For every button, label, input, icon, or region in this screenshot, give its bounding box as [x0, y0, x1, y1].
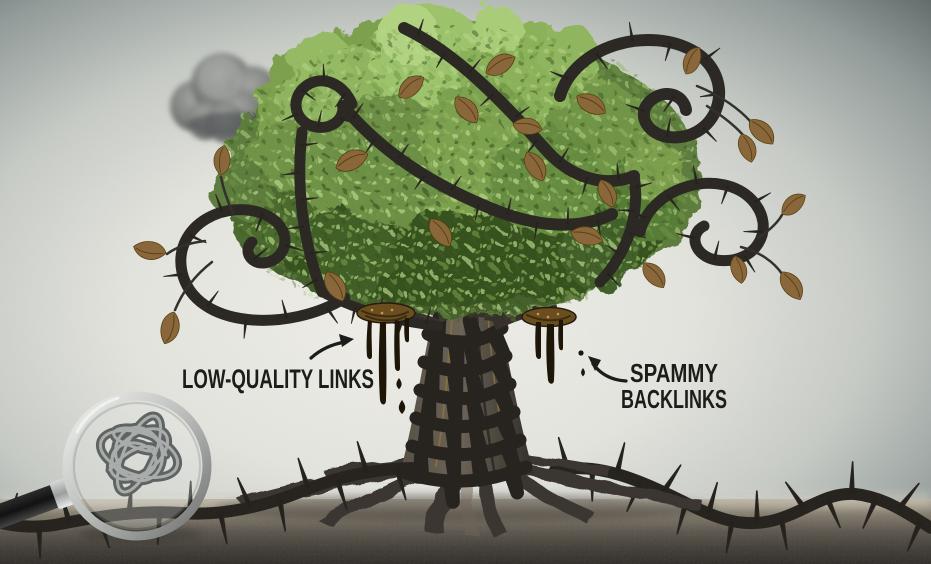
illustration-canvas: LOW-QUALITY LINKS SPAMMY BACKLINKS: [0, 0, 931, 564]
film-grain-overlay: [0, 0, 931, 564]
scene-illustration: LOW-QUALITY LINKS SPAMMY BACKLINKS: [0, 0, 931, 564]
